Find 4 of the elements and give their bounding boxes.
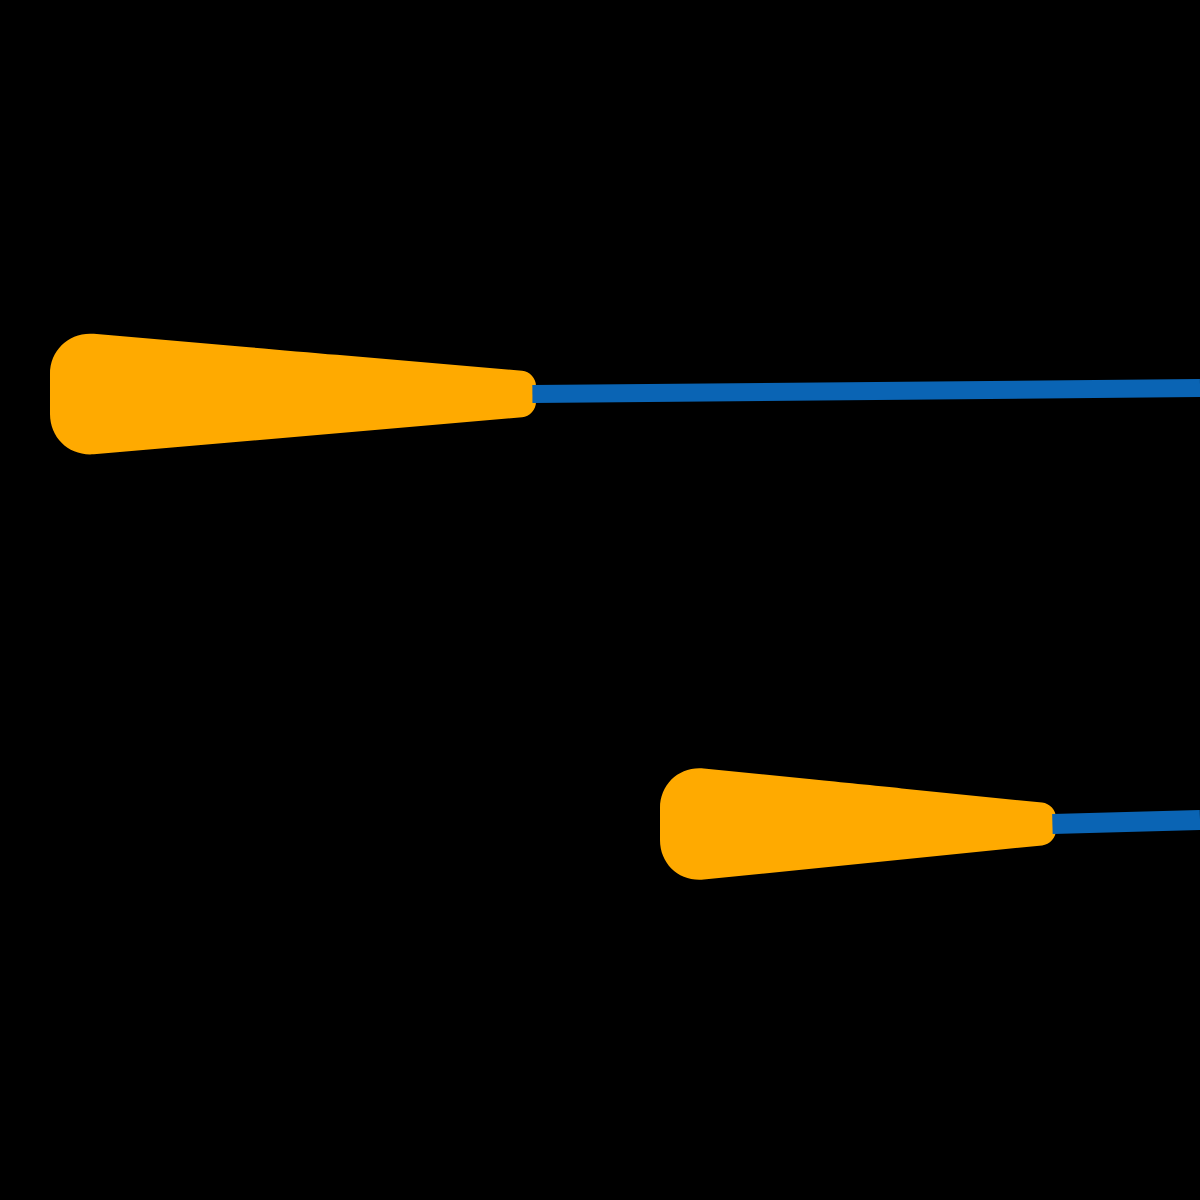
teardrop-shape [660, 768, 1056, 880]
line [1052, 810, 1200, 834]
line [532, 379, 1200, 403]
teardrop-shape [50, 333, 536, 455]
